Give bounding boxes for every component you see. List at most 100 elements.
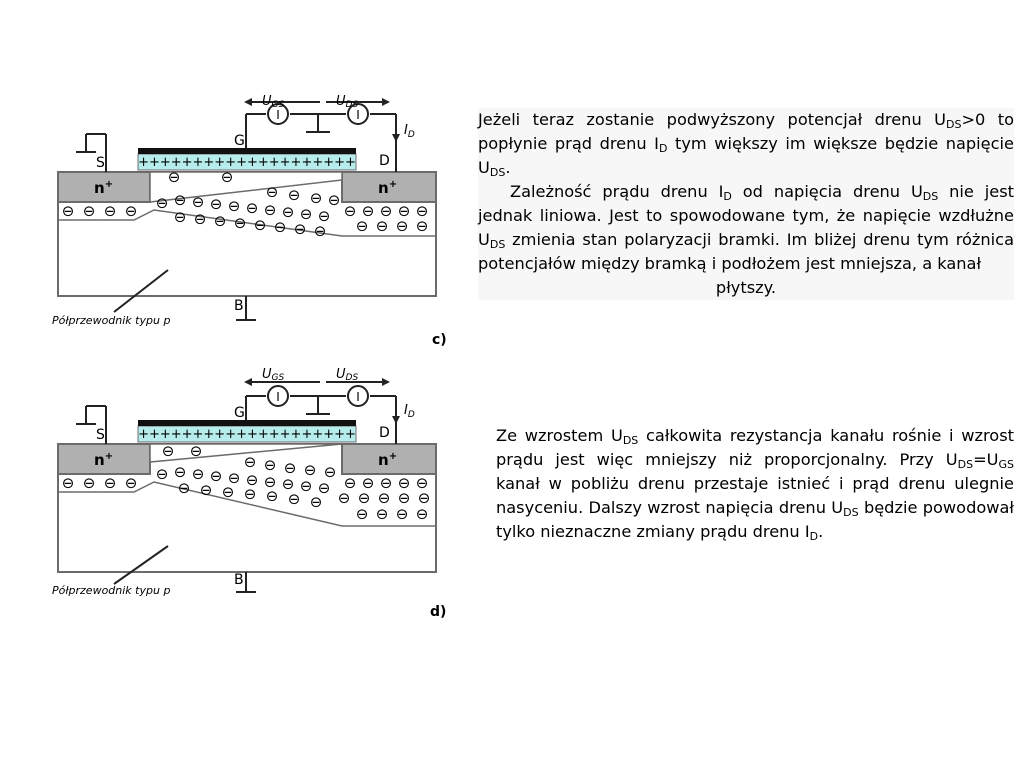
drain-n-plus-region	[341, 443, 437, 475]
text-run: .	[818, 522, 824, 541]
electron-icon: ⊖	[210, 195, 223, 213]
electron-icon: ⊖	[324, 463, 337, 481]
electron-icon: ⊖	[104, 474, 117, 492]
uds-meter-label: I	[356, 108, 360, 122]
electron-icon: ⊖	[192, 193, 205, 211]
electron-icon: ⊖	[228, 469, 241, 487]
ugs-arrow	[244, 98, 252, 106]
electron-icon: ⊖	[174, 208, 187, 226]
electron-icon: ⊖	[300, 205, 313, 223]
electron-icon: ⊖	[200, 481, 213, 499]
electron-icon: ⊖	[284, 459, 297, 477]
electron-icon: ⊖	[192, 465, 205, 483]
drain-label: D	[379, 153, 390, 169]
electron-icon: ⊖	[83, 202, 96, 220]
electron-icon: ⊖	[396, 217, 409, 235]
electron-group: ⊖⊖⊖⊖⊖⊖⊖⊖⊖⊖⊖⊖⊖⊖⊖⊖⊖⊖⊖⊖⊖⊖⊖⊖⊖⊖⊖⊖⊖⊖⊖⊖⊖⊖⊖⊖⊖⊖⊖⊖…	[62, 442, 431, 523]
electron-icon: ⊖	[264, 456, 277, 474]
ugs-meter	[267, 385, 289, 407]
electron-icon: ⊖	[362, 474, 375, 492]
uds-label: UDS	[336, 367, 358, 383]
subscript: DS	[922, 190, 939, 203]
electron-icon: ⊖	[318, 207, 331, 225]
electron-icon: ⊖	[310, 189, 323, 207]
gate-electrode	[138, 148, 356, 154]
electron-icon: ⊖	[266, 183, 279, 201]
text-run: tym większy im większe będzie napięcie U	[478, 134, 1014, 177]
source-n-plus-region	[57, 443, 151, 475]
electron-icon: ⊖	[222, 483, 235, 501]
explanation-text-c: Jeżeli teraz zostanie podwyższony potenc…	[478, 108, 1014, 300]
gate-electrode	[138, 420, 356, 426]
electron-icon: ⊖	[266, 487, 279, 505]
electron-icon: ⊖	[264, 201, 277, 219]
electron-icon: ⊖	[344, 474, 357, 492]
uds-arrow	[382, 378, 390, 386]
electron-icon: ⊖	[416, 474, 429, 492]
drain-n-plus-region	[341, 171, 437, 203]
electron-icon: ⊖	[288, 186, 301, 204]
uds-meter	[347, 103, 369, 125]
uds-label: UDS	[336, 94, 358, 110]
drain-n-plus-label: n+	[378, 179, 397, 197]
electron-icon: ⊖	[228, 197, 241, 215]
electron-icon: ⊖	[300, 477, 313, 495]
bulk-label: B	[234, 298, 244, 314]
ugs-label: UGS	[262, 94, 284, 110]
oxide-plus-charges: ++++++++++++++++++++	[138, 427, 356, 442]
electron-icon: ⊖	[288, 490, 301, 508]
electron-icon: ⊖	[246, 199, 259, 217]
electron-icon: ⊖	[358, 489, 371, 507]
gate-label: G	[234, 133, 245, 149]
electron-icon: ⊖	[378, 489, 391, 507]
subscript: GS	[998, 458, 1014, 471]
electron-icon: ⊖	[294, 220, 307, 238]
drain-label: D	[379, 425, 390, 441]
id-label: ID	[404, 403, 415, 420]
text-run: Jeżeli teraz zostanie podwyższony potenc…	[478, 110, 946, 129]
depletion-boundary	[58, 481, 436, 527]
electron-group: ⊖⊖⊖⊖⊖⊖⊖⊖⊖⊖⊖⊖⊖⊖⊖⊖⊖⊖⊖⊖⊖⊖⊖⊖⊖⊖⊖⊖⊖⊖⊖⊖⊖⊖⊖⊖⊖	[62, 168, 429, 240]
electron-icon: ⊖	[174, 191, 187, 209]
uds-meter-label: I	[356, 390, 360, 404]
text-run: Zależność prądu drenu I	[510, 182, 724, 201]
text-run: nie jest jednak liniowa. Jest to spowodo…	[478, 182, 1015, 249]
source-n-plus-region	[57, 171, 151, 203]
electron-icon: ⊖	[282, 203, 295, 221]
electron-icon: ⊖	[328, 191, 341, 209]
source-n-plus-label: n+	[94, 451, 113, 469]
substrate-type-label: Półprzewodnik typu p	[52, 314, 170, 327]
subscript: DS	[489, 166, 506, 179]
paragraph-1: Jeżeli teraz zostanie podwyższony potenc…	[478, 108, 1014, 180]
electron-icon: ⊖	[264, 473, 277, 491]
text-run: będzie powodował tylko nieznaczne zmiany…	[496, 498, 1015, 541]
electron-icon: ⊖	[418, 489, 431, 507]
electron-icon: ⊖	[416, 202, 429, 220]
electron-icon: ⊖	[62, 474, 75, 492]
electron-icon: ⊖	[380, 202, 393, 220]
subscript: D	[723, 190, 732, 203]
text-run: zmienia stan polaryzacji bramki. Im bliż…	[478, 230, 1014, 273]
electron-icon: ⊖	[221, 168, 234, 186]
electron-icon: ⊖	[244, 453, 257, 471]
electron-icon: ⊖	[125, 474, 138, 492]
oxide-plus-charges: ++++++++++++++++++++	[138, 155, 356, 170]
electron-icon: ⊖	[344, 202, 357, 220]
mosfet-svg-d: I I UGS UDS ID S G D B n+ n+ +++++++++++…	[52, 367, 446, 620]
electron-icon: ⊖	[398, 202, 411, 220]
electron-icon: ⊖	[254, 216, 267, 234]
circuit-wires	[76, 101, 397, 321]
subscript: DS	[843, 506, 859, 519]
electron-icon: ⊖	[162, 442, 175, 460]
subscript: DS	[957, 458, 974, 471]
inversion-channel	[149, 171, 343, 203]
electron-icon: ⊖	[416, 505, 429, 523]
electron-icon: ⊖	[362, 202, 375, 220]
text-run: od napięcia drenu U	[731, 182, 923, 201]
ugs-label: UGS	[262, 367, 284, 383]
text-run: >0 to popłynie prąd drenu I	[478, 110, 1014, 153]
electron-icon: ⊖	[234, 214, 247, 232]
electron-icon: ⊖	[310, 493, 323, 511]
inversion-channel	[149, 443, 343, 463]
electron-icon: ⊖	[190, 442, 203, 460]
